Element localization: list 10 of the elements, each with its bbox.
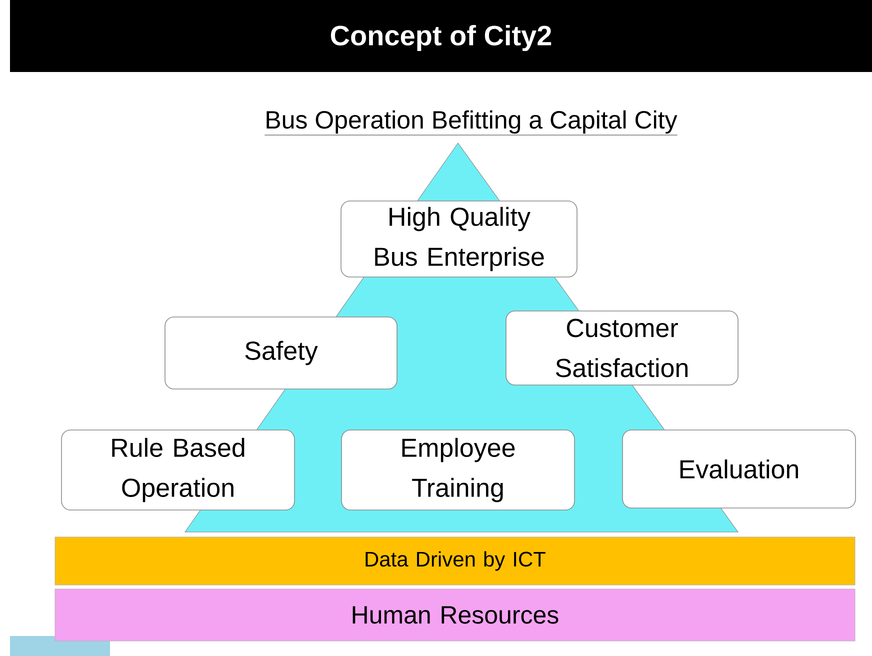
subtitle: Bus Operation Befitting a Capital City xyxy=(264,110,678,136)
foundation-bar: Data Driven by ICT xyxy=(54,536,856,586)
concept-box: High Quality Bus Enterprise xyxy=(340,200,578,278)
concept-box: Safety xyxy=(164,316,398,390)
concept-box: Rule Based Operation xyxy=(61,430,295,510)
concept-box: Customer Satisfaction xyxy=(506,310,738,386)
concept-box: Employee Training xyxy=(341,430,575,510)
concept-box: Evaluation xyxy=(622,430,856,508)
title-bar: Concept of City2 xyxy=(10,0,872,72)
foundation-bar: Human Resources xyxy=(54,588,856,642)
